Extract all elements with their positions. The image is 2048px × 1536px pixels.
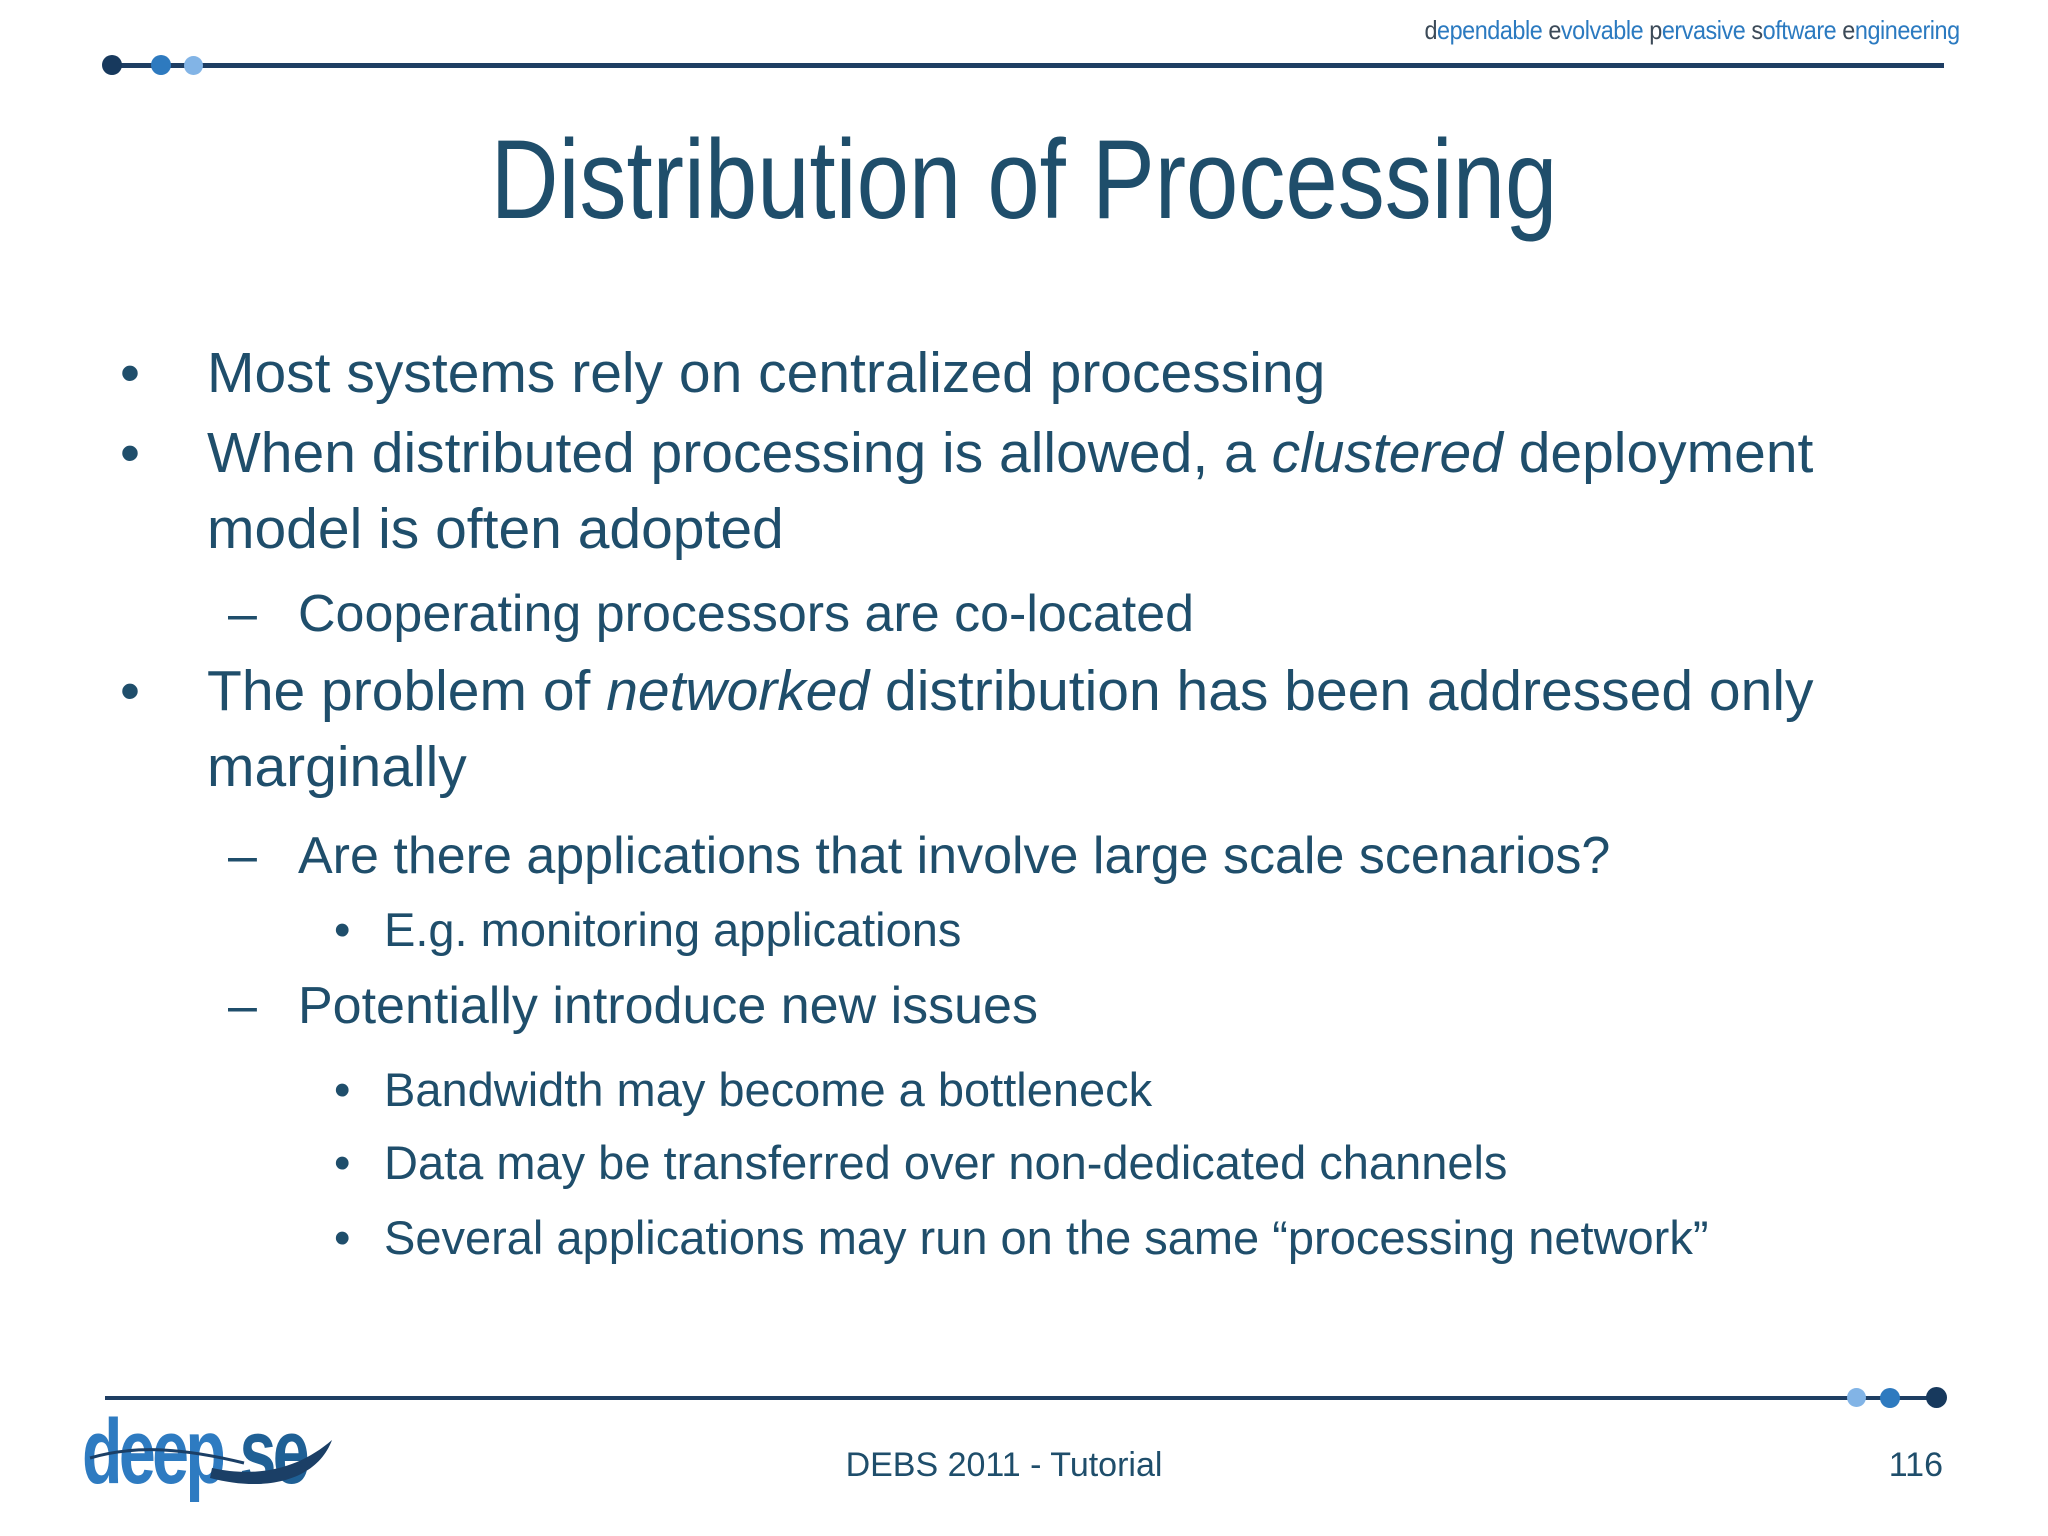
bullet-text: Most systems rely on centralized process… xyxy=(207,341,1326,405)
bullet-text: When distributed processing is allowed, … xyxy=(207,421,1814,561)
bullet-item: • E.g. monitoring applications xyxy=(0,894,1988,966)
page-title: Distribution of Processing xyxy=(490,117,1558,242)
bullet-marker: • xyxy=(120,341,140,405)
bullet-item: – Potentially introduce new issues xyxy=(0,969,1988,1043)
bullet-marker: – xyxy=(228,585,257,643)
bullet-item: • When distributed processing is allowed… xyxy=(0,415,1988,567)
tagline-word: pervasive xyxy=(1649,15,1752,45)
tagline-word: software xyxy=(1751,15,1843,45)
bullet-text: E.g. monitoring applications xyxy=(384,903,962,956)
bottom-dot-medium xyxy=(1880,1388,1900,1408)
bullet-text: The problem of networked distribution ha… xyxy=(207,659,1814,799)
top-dot-medium xyxy=(151,55,171,75)
top-divider-line xyxy=(112,63,1944,68)
bullet-marker: • xyxy=(120,421,140,485)
bullet-text: Potentially introduce new issues xyxy=(298,977,1038,1035)
bullet-text: Bandwidth may become a bottleneck xyxy=(384,1063,1153,1116)
tagline-word: evolvable xyxy=(1548,15,1650,45)
bullet-item: • Most systems rely on centralized proce… xyxy=(0,335,1988,411)
footer-divider-line xyxy=(105,1396,1945,1400)
footer-title: DEBS 2011 - Tutorial xyxy=(845,1446,1163,1484)
bullet-item: • The problem of networked distribution … xyxy=(0,653,1988,805)
bullet-item: • Bandwidth may become a bottleneck xyxy=(0,1054,1988,1126)
bullet-item: • Several applications may run on the sa… xyxy=(0,1202,1988,1274)
bullet-text: Cooperating processors are co-located xyxy=(298,585,1195,643)
bullet-marker: • xyxy=(334,1211,351,1264)
top-dot-dark xyxy=(102,55,122,75)
tagline-word: dependable xyxy=(1424,15,1549,45)
tagline: dependable evolvable pervasive software … xyxy=(1424,13,1961,47)
bullet-list: • Most systems rely on centralized proce… xyxy=(0,335,1988,1274)
bullet-item: – Are there applications that involve la… xyxy=(0,819,1988,893)
page-number: 116 xyxy=(1888,1446,1943,1484)
bullet-marker: • xyxy=(120,659,140,723)
bullet-marker: – xyxy=(228,977,257,1035)
bullet-marker: • xyxy=(334,1136,351,1189)
bottom-dot-dark xyxy=(1926,1387,1947,1408)
bullet-marker: • xyxy=(334,903,351,956)
bullet-item: • Data may be transferred over non-dedic… xyxy=(0,1127,1988,1199)
tagline-word: engineering xyxy=(1842,15,1961,45)
bullet-marker: – xyxy=(228,827,257,885)
bullet-text: Several applications may run on the same… xyxy=(384,1211,1709,1264)
logo-swoosh-icon xyxy=(89,1440,332,1485)
bullet-text: Are there applications that involve larg… xyxy=(298,827,1611,885)
top-dot-light xyxy=(184,56,203,75)
bullet-marker: • xyxy=(334,1063,351,1116)
bottom-dot-light xyxy=(1847,1388,1866,1407)
bullet-item: – Cooperating processors are co-located xyxy=(0,577,1988,651)
bullet-text: Data may be transferred over non-dedicat… xyxy=(384,1136,1508,1189)
